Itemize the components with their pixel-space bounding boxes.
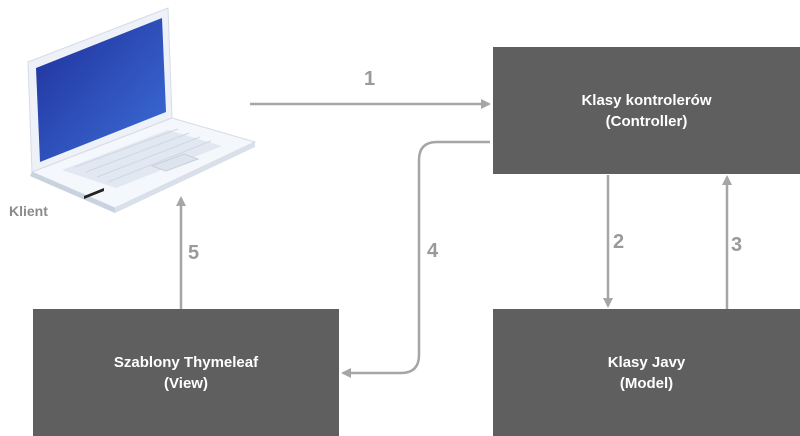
step-label-1: 1 [364,68,376,90]
laptop-icon [27,7,257,213]
arrow-4 [341,140,490,378]
controller-subtitle: (Controller) [605,112,688,130]
model-title: Klasy Javy [607,353,686,371]
model-subtitle: (Model) [619,374,674,392]
step-label-5: 5 [188,242,200,264]
view-subtitle: (View) [164,374,208,392]
view-title: Szablony Thymeleaf [113,353,259,371]
controller-title: Klasy kontrolerów [581,91,712,109]
model-box: Klasy Javy (Model) [493,309,800,436]
view-box: Szablony Thymeleaf (View) [33,309,339,436]
step-label-3: 3 [731,234,743,256]
step-label-4: 4 [427,240,439,262]
step-label-2: 2 [613,231,625,253]
controller-box: Klasy kontrolerów (Controller) [493,47,800,174]
client-label: Klient [9,203,48,219]
